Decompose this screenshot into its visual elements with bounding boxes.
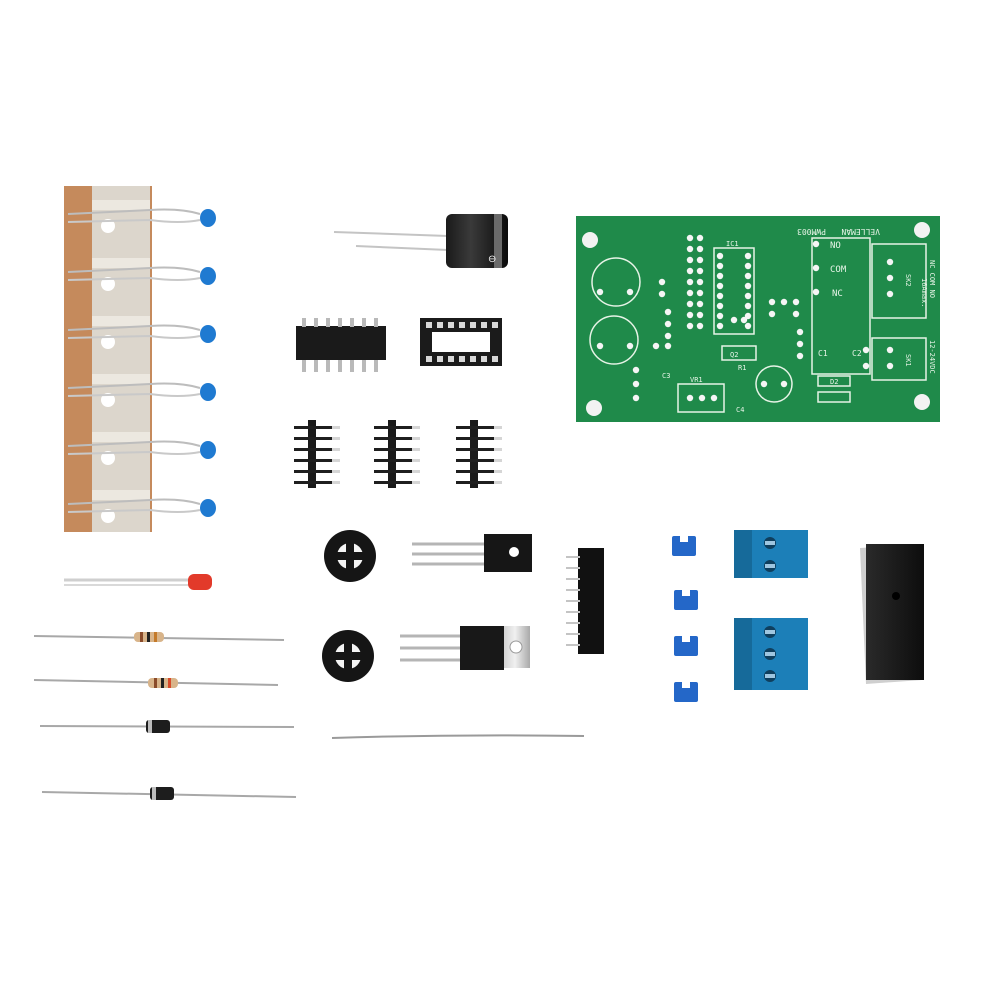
- pin-header: [294, 420, 340, 488]
- ic-chip: [296, 318, 386, 372]
- resistor-1: [33, 632, 285, 642]
- terminal-block-3pole: [734, 618, 808, 690]
- jumper-wire: [331, 734, 585, 739]
- ceramic-capacitor: [200, 499, 216, 517]
- pcb-label-sk1: SK1: [904, 354, 912, 367]
- relay: [860, 544, 924, 684]
- pcb-model: PWM003: [797, 227, 826, 236]
- pcb-label-c1: C1: [818, 349, 828, 358]
- ceramic-capacitor: [200, 383, 216, 401]
- pcb-label-d2: D2: [830, 378, 838, 386]
- ceramic-capacitor-strip: [64, 186, 216, 532]
- pcb-label-r1: R1: [738, 364, 746, 372]
- ic-body: [296, 326, 386, 360]
- tape-hole: [101, 335, 115, 349]
- transistor-to126: [412, 534, 532, 572]
- ceramic-capacitor: [200, 209, 216, 227]
- diode-1: [39, 720, 295, 733]
- tape-hole: [101, 219, 115, 233]
- pcb-label-vr1: VR1: [690, 376, 703, 384]
- pcb-label-com: COM: [830, 265, 847, 275]
- sil-body: [578, 548, 604, 654]
- pcb-label-ic1: IC1: [726, 240, 739, 248]
- pcb-label-sk2: SK2: [904, 274, 912, 287]
- pin-headers: [294, 420, 502, 488]
- pcb-board: VELLEMAN PWM003 NO COM NC C1 C2 D2 Q2 VR…: [576, 216, 940, 422]
- pin-header: [374, 420, 420, 488]
- terminal-block-2pole: [734, 530, 808, 578]
- pcb-relay-terminal-label: NC COM NO: [928, 260, 936, 298]
- ceramic-capacitor: [200, 441, 216, 459]
- pcb-label-c4: C4: [736, 406, 744, 414]
- sil-header-strip: [566, 548, 604, 654]
- tape-hole: [101, 277, 115, 291]
- pcb-label-c3: C3: [662, 372, 670, 380]
- ic-socket: [420, 318, 502, 366]
- trimmer-2: [322, 630, 374, 682]
- jumpers: [672, 536, 698, 702]
- jumper-cap: [674, 590, 698, 610]
- pcb-label-c2: C2: [852, 349, 862, 358]
- tape-hole: [101, 451, 115, 465]
- tape-hole: [101, 509, 115, 523]
- jumper-cap: [672, 536, 696, 556]
- jumper-cap: [674, 636, 698, 656]
- resistor-2: [33, 678, 279, 688]
- jumper-cap: [674, 682, 698, 702]
- pcb-brand: VELLEMAN: [841, 227, 880, 236]
- red-led: [64, 574, 212, 590]
- electrolytic-capacitor: ⊖: [333, 214, 508, 268]
- pcb-label-nc: NC: [832, 289, 843, 299]
- tape-hole: [101, 393, 115, 407]
- pin-header: [456, 420, 502, 488]
- tape-paper: [92, 186, 150, 532]
- pcb-label-no: NO: [830, 241, 841, 251]
- diode-2: [41, 787, 297, 800]
- trimmer-1: [324, 530, 376, 582]
- ceramic-capacitor: [200, 267, 216, 285]
- ceramic-capacitor: [200, 325, 216, 343]
- pcb-supply-label: 12-24VDC: [928, 340, 936, 374]
- svg-text:⊖: ⊖: [488, 254, 496, 265]
- pcb-label-q2: Q2: [730, 351, 738, 359]
- pcb-current-label: 16Amax.: [920, 278, 928, 308]
- voltage-regulator-to220: [400, 626, 530, 670]
